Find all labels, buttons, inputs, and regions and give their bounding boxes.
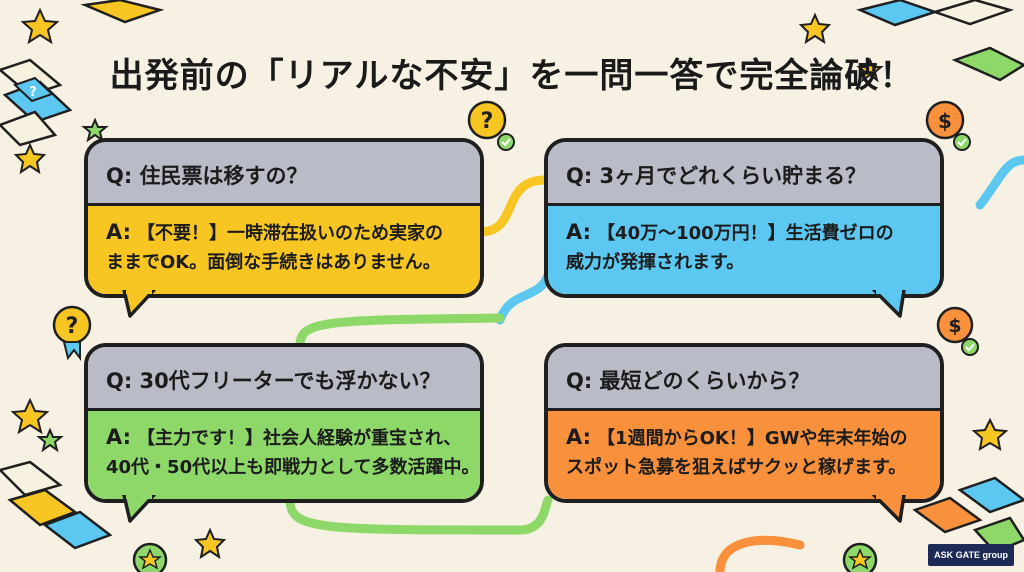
answer-text-1: 【不要！】一時滞在扱いのため実家の — [137, 223, 444, 244]
answer-text-2: 40代・50代以上も即戦力として多数活躍中。 — [106, 457, 480, 478]
tiles-bottom-right — [912, 476, 1024, 554]
answer-text-2: ままでOK。面倒な手続きはありません。 — [106, 252, 441, 273]
connector-path-orange — [715, 535, 805, 572]
question-text: Q: 30代フリーターでも浮かない？ — [88, 347, 480, 411]
star-icon — [10, 7, 1009, 560]
brand-logo-text: ASK GATE group — [934, 550, 1008, 560]
answer-prefix: A: — [566, 220, 592, 244]
answer-line: A:【1週間からOK！】GWや年末年始の — [566, 423, 926, 453]
connector-path-yellow — [475, 175, 550, 237]
question-text: Q: 住民票は移すの？ — [88, 142, 480, 206]
answer-block: A:【40万〜100万円！】生活費ゼロの 威力が発揮されます。 — [548, 206, 940, 294]
connector-path-green — [285, 313, 553, 535]
question-text: Q: 3ヶ月でどれくらい貯まる？ — [548, 142, 940, 206]
answer-text-1: 【40万〜100万円！】生活費ゼロの — [597, 223, 894, 244]
svg-text:?: ? — [66, 314, 79, 339]
dollar-badge-icon: $ — [925, 100, 971, 151]
tiles-top-right — [856, 0, 1024, 82]
svg-text:$: $ — [938, 109, 952, 133]
brand-logo: ASK GATE group — [928, 544, 1014, 566]
answer-line: A:【主力です！】社会人経験が重宝され、 — [106, 423, 466, 453]
answer-text-2: スポット急募を狙えばサクッと稼げます。 — [566, 457, 907, 478]
answer-line: A:【不要！】一時滞在扱いのため実家の — [106, 218, 466, 248]
answer-text-2: 威力が発揮されます。 — [566, 252, 745, 273]
svg-text:$: $ — [948, 315, 961, 337]
answer-line: A:【40万〜100万円！】生活費ゼロの — [566, 218, 926, 248]
speech-tail-4 — [872, 495, 906, 523]
badge-bottom-right — [842, 542, 878, 572]
speech-tail-3 — [122, 495, 156, 523]
question-text: Q: 最短どのくらいから？ — [548, 347, 940, 411]
speech-tail-2 — [872, 290, 906, 318]
answer-prefix: A: — [566, 425, 592, 449]
tiles-bottom-left — [0, 460, 113, 550]
question-badge-icon: ? — [467, 100, 515, 151]
answer-block: A:【主力です！】社会人経験が重宝され、 40代・50代以上も即戦力として多数活… — [88, 411, 480, 499]
answer-prefix: A: — [106, 220, 132, 244]
svg-text:?: ? — [481, 109, 494, 134]
faq-card-residence: Q: 住民票は移すの？ A:【不要！】一時滞在扱いのため実家の ままでOK。面倒… — [84, 138, 484, 298]
answer-prefix: A: — [106, 425, 132, 449]
answer-block: A:【1週間からOK！】GWや年末年始の スポット急募を狙えばサクッと稼げます。 — [548, 411, 940, 499]
answer-text-1: 【主力です！】社会人経験が重宝され、 — [137, 428, 462, 449]
dollar-badge-icon-right: $ — [936, 306, 979, 356]
svg-text:?: ? — [29, 85, 37, 100]
faq-card-duration: Q: 最短どのくらいから？ A:【1週間からOK！】GWや年末年始の スポット急… — [544, 343, 944, 503]
page-title: 出発前の「リアルな不安」を一問一答で完全論破！ — [109, 56, 915, 96]
tiles-top — [80, 0, 165, 24]
faq-card-age: Q: 30代フリーターでも浮かない？ A:【主力です！】社会人経験が重宝され、 … — [84, 343, 484, 503]
faq-card-savings: Q: 3ヶ月でどれくらい貯まる？ A:【40万〜100万円！】生活費ゼロの 威力… — [544, 138, 944, 298]
answer-block: A:【不要！】一時滞在扱いのため実家の ままでOK。面倒な手続きはありません。 — [88, 206, 480, 294]
question-badge-icon-left: ? — [52, 305, 92, 361]
speech-tail-1 — [122, 290, 156, 318]
star-icon-small — [36, 117, 109, 453]
question-badge-icon-tl: ? — [13, 76, 54, 103]
badge-bottom-left — [132, 542, 168, 572]
answer-text-1: 【1週間からOK！】GWや年末年始の — [597, 428, 908, 449]
